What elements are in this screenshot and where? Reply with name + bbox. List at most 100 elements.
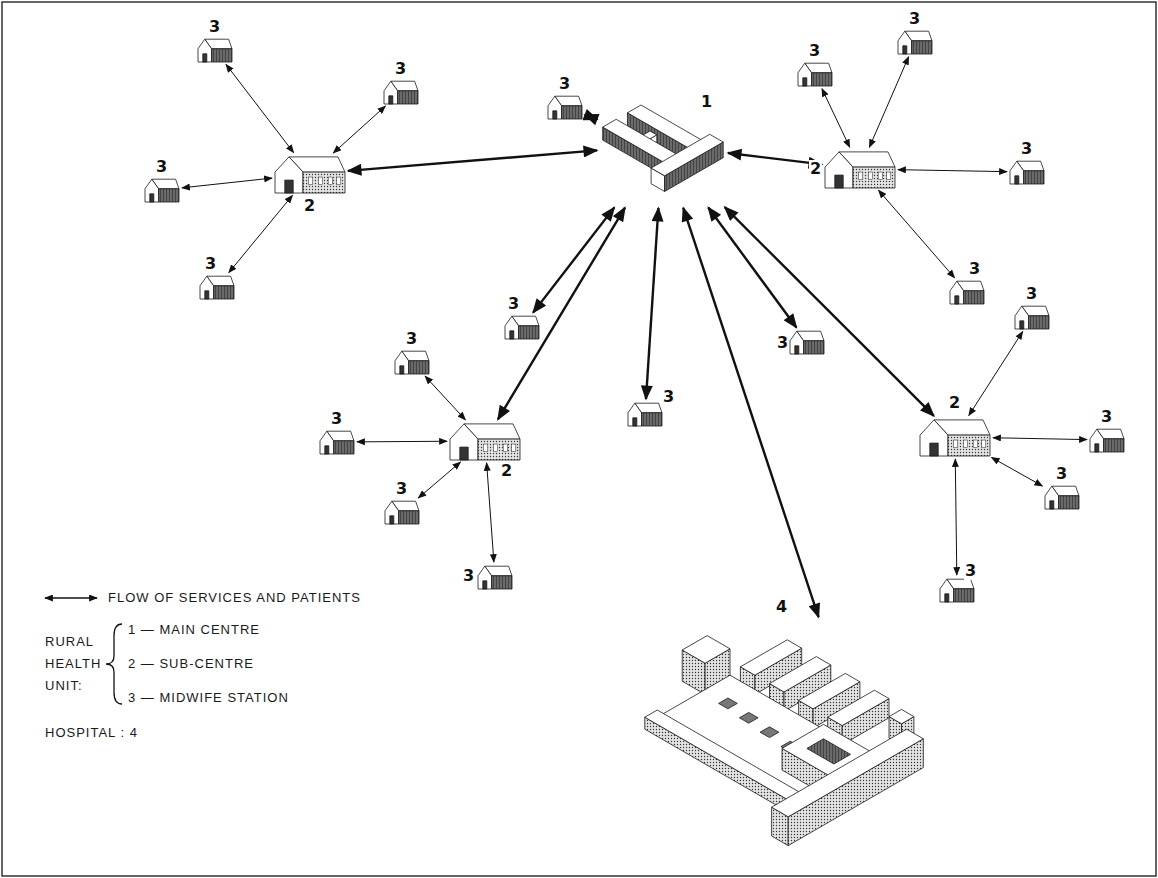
legend-label: HOSPITAL : 4 xyxy=(45,724,138,742)
house-window xyxy=(503,444,507,452)
house-gable xyxy=(628,403,642,426)
flow-arrow xyxy=(182,178,272,188)
midwife-station: 3 xyxy=(1015,305,1049,329)
house-gable xyxy=(505,316,519,339)
midwife-station: 3 xyxy=(395,350,429,374)
legend-label: 3 — MIDWIFE STATION xyxy=(128,689,289,707)
house-wall xyxy=(954,589,974,602)
callout-number: 2 xyxy=(809,160,822,178)
midwife-station: 3 xyxy=(950,280,984,304)
house-gable xyxy=(798,63,812,86)
flow-arrow xyxy=(728,153,822,164)
flow-arrow xyxy=(226,64,294,152)
house-gable xyxy=(920,420,948,456)
house-window xyxy=(973,440,977,448)
house-wall xyxy=(1059,496,1079,509)
house-wall xyxy=(853,167,895,188)
house-window xyxy=(318,177,322,185)
house-window xyxy=(982,440,986,448)
house-door xyxy=(553,111,557,119)
icon xyxy=(450,422,520,460)
icon xyxy=(275,155,345,193)
flow-arrow xyxy=(969,332,1023,416)
flow-arrow xyxy=(348,150,597,170)
callout-number: 3 xyxy=(208,18,221,36)
callout-number: 3 xyxy=(776,334,789,352)
callout-number: 3 xyxy=(394,60,407,78)
house-window xyxy=(484,444,488,452)
icon xyxy=(628,402,662,426)
house-gable xyxy=(1090,429,1104,452)
callout-number: 3 xyxy=(662,388,675,406)
flow-arrow xyxy=(878,190,954,277)
flow-arrow xyxy=(418,462,460,498)
icon xyxy=(198,38,232,62)
flow-arrow xyxy=(992,457,1043,486)
house-gable xyxy=(200,276,214,299)
house-gable xyxy=(825,152,853,188)
flow-arrow xyxy=(357,441,447,443)
flow-arrow xyxy=(229,195,293,272)
skylight xyxy=(739,712,758,723)
house-wall xyxy=(562,106,582,119)
callout-number: 3 xyxy=(1020,140,1033,158)
icon xyxy=(505,315,539,339)
house-door xyxy=(835,175,843,188)
house-wall xyxy=(492,576,512,589)
flow-arrow xyxy=(646,208,658,399)
house-wall xyxy=(948,435,990,456)
house-gable xyxy=(275,157,303,193)
midwife-station: 3 xyxy=(320,430,354,454)
house-wall xyxy=(519,326,539,339)
house-wall xyxy=(1029,316,1049,329)
house-door xyxy=(930,443,938,456)
flow-arrow xyxy=(585,115,597,120)
midwife-station: 3 xyxy=(198,38,232,62)
house-gable xyxy=(898,31,912,54)
callout-number: 3 xyxy=(204,255,217,273)
building-roof xyxy=(828,690,889,725)
house-window xyxy=(963,440,967,448)
building-roof xyxy=(889,709,914,723)
house-door xyxy=(903,46,907,54)
house-door xyxy=(483,581,487,589)
icon xyxy=(384,80,418,104)
house-door xyxy=(285,180,293,193)
icon xyxy=(478,565,512,589)
house-window xyxy=(493,444,497,452)
house-wall xyxy=(212,49,232,62)
icon xyxy=(825,150,895,188)
house-door xyxy=(945,594,949,602)
midwife-station: 3 xyxy=(478,565,512,589)
house-gable xyxy=(940,579,954,602)
midwife-station: 3 xyxy=(898,30,932,54)
house-window xyxy=(868,172,872,180)
building-roof xyxy=(603,119,679,163)
legend-arrow-sample xyxy=(45,597,97,599)
callout-number: 3 xyxy=(1025,285,1038,303)
callout-number: 2 xyxy=(500,462,513,480)
house-wall xyxy=(214,286,234,299)
midwife-station: 3 xyxy=(940,578,974,602)
house-wall xyxy=(334,441,354,454)
sub-centre: 2 xyxy=(275,155,345,193)
icon xyxy=(385,500,419,524)
callout-number: 3 xyxy=(155,158,168,176)
house-door xyxy=(1095,444,1099,452)
callout-number: 3 xyxy=(808,42,821,60)
house-door xyxy=(803,78,807,86)
house-wall xyxy=(409,361,429,374)
house-window xyxy=(337,177,341,185)
midwife-station: 3 xyxy=(798,62,832,86)
flow-arrow xyxy=(955,459,957,575)
house-door xyxy=(633,418,637,426)
house-window xyxy=(954,440,958,448)
flow-arrow xyxy=(425,376,465,420)
midwife-station: 3 xyxy=(1010,160,1044,184)
flow-arrow xyxy=(683,208,818,617)
legend-text: FLOW OF SERVICES AND PATIENTS xyxy=(108,589,361,607)
callout-number: 3 xyxy=(558,75,571,93)
callout-number: 3 xyxy=(507,295,520,313)
house-window xyxy=(309,177,313,185)
